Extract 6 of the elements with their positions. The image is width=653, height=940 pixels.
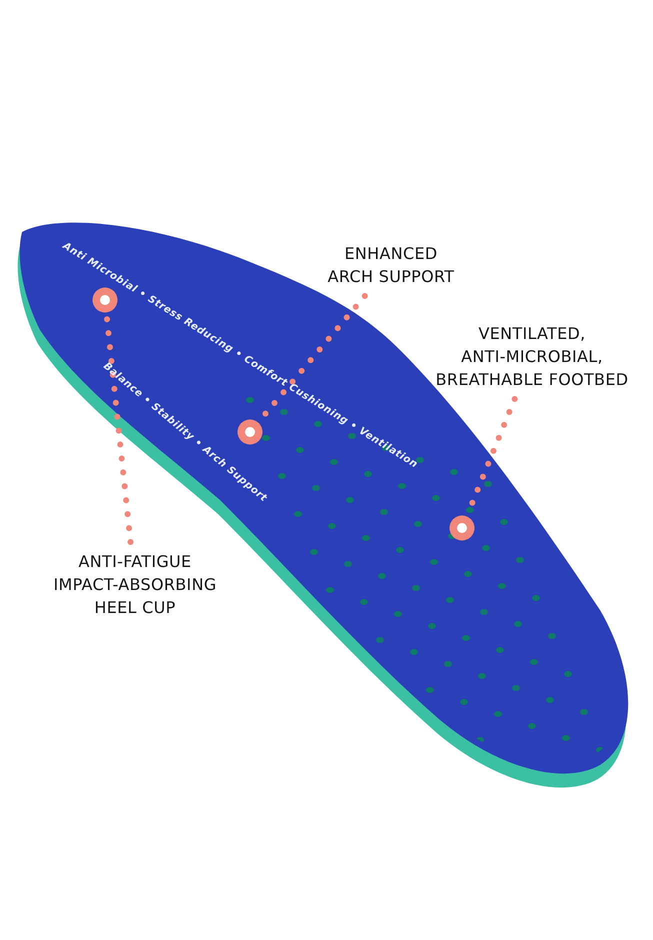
- leader-line: [104, 314, 134, 545]
- callout-text: ENHANCED ARCH SUPPORT: [322, 242, 460, 288]
- callout-dot: [237, 419, 263, 445]
- callout-dot: [449, 515, 475, 541]
- callout-text: ANTI-FATIGUE IMPACT-ABSORBING HEEL CUP: [35, 550, 235, 619]
- callout-text: VENTILATED, ANTI-MICROBIAL, BREATHABLE FOOTBED: [422, 322, 642, 391]
